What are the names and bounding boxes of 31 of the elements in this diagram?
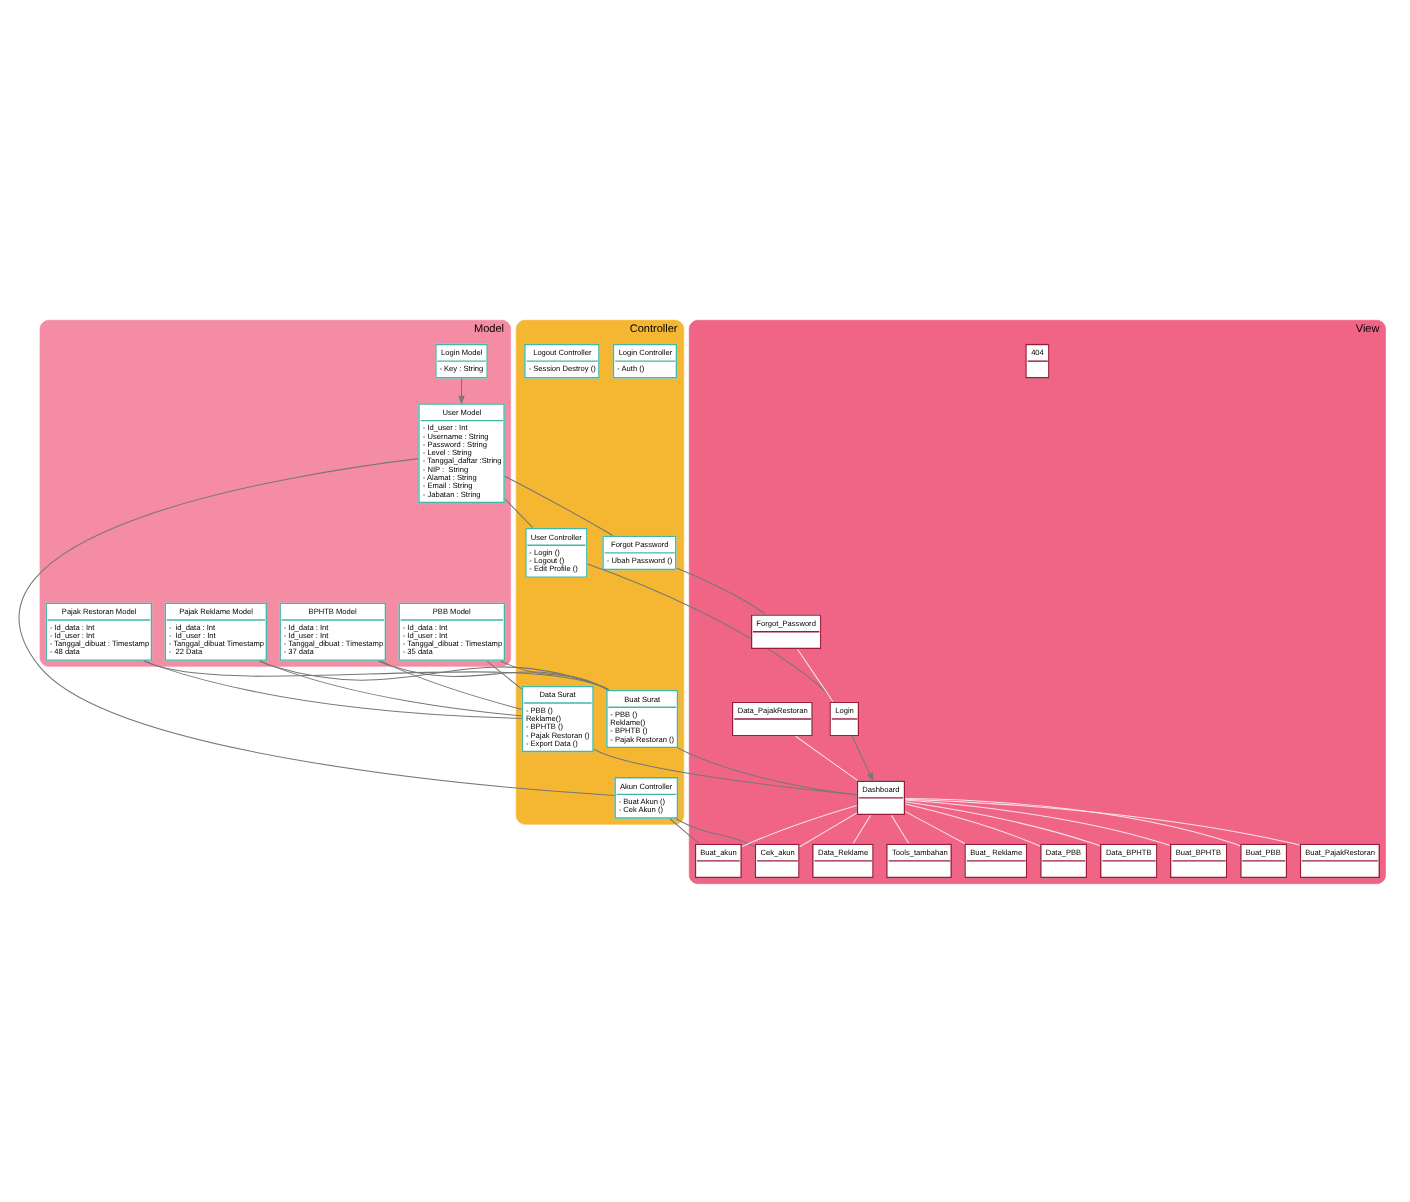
arrow: [458, 376, 465, 404]
connector: [20, 457, 615, 795]
connector: [904, 802, 1041, 846]
connector: [677, 746, 858, 795]
connector: [741, 803, 858, 847]
connector: [904, 798, 1171, 846]
connector: [904, 800, 1101, 846]
connector: [258, 659, 610, 690]
connector: [504, 474, 614, 536]
connector: [852, 813, 872, 843]
connector: [380, 659, 522, 709]
connector: [890, 813, 910, 843]
connector: [504, 497, 534, 528]
connector: [795, 734, 858, 780]
connector: [669, 817, 700, 843]
arrow: [851, 734, 874, 781]
connector: [593, 747, 858, 795]
connector: [904, 797, 1301, 845]
connector: [676, 566, 766, 614]
connector: [500, 659, 609, 690]
connector: [796, 647, 834, 702]
connector: [675, 817, 756, 847]
connector: [486, 659, 523, 689]
connector: [799, 811, 858, 847]
connector: [377, 659, 609, 690]
connector: [904, 810, 966, 843]
connector: [143, 659, 610, 690]
connector: [144, 659, 523, 718]
connector: [260, 659, 523, 716]
connector: [587, 562, 835, 701]
connector: [904, 797, 1241, 846]
